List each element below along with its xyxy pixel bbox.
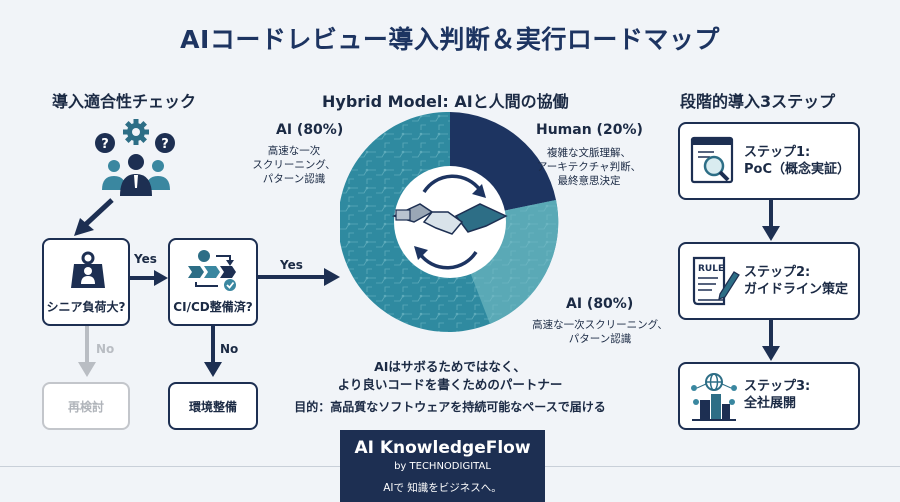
senior-load-check-box: シニア負荷大? [42, 238, 130, 326]
ai-top-desc: 高速な一次 スクリーニング、 パターン認識 [244, 144, 344, 186]
cicd-check-box: CI/CD整備済? [168, 238, 258, 326]
tagline-line1: AIはサボるためではなく、 [374, 359, 526, 374]
ai-top-title: AI (80%) [276, 122, 344, 138]
reconsider-label: 再検討 [67, 400, 104, 414]
arrow-down-2 [204, 326, 222, 377]
ai-top-desc-line2: スクリーニング、 [252, 159, 336, 171]
arrow-down-gray [78, 326, 96, 377]
ai-bottom-desc-line1: 高速な一次スクリーニング、 [532, 319, 668, 331]
step1-label-line1: ステップ1: [744, 145, 811, 160]
handshake-icon [391, 174, 508, 270]
search-document-icon [690, 136, 734, 184]
human-title: Human (20%) [536, 122, 643, 138]
hybrid-donut-chart [340, 112, 559, 332]
human-desc-line2: アーキテクチャ判断、 [536, 161, 642, 173]
brand-block: AI KnowledgeFlow by TECHNODIGITAL AIで 知識… [340, 430, 545, 502]
step3-box: ステップ3: 全社展開 [678, 362, 860, 430]
weight-person-icon [71, 251, 105, 288]
rule-book-icon: RULE [692, 256, 740, 306]
step2-label: ステップ2: ガイドライン策定 [744, 264, 848, 298]
step2-box: RULE ステップ2: ガイドライン策定 [678, 242, 860, 320]
pipeline-icon [188, 250, 236, 291]
human-desc: 複雑な文脈理解、 アーキテクチャ判断、 最終意思決定 [528, 146, 650, 188]
page-title: AIコードレビュー導入判断＆実行ロードマップ [180, 25, 720, 54]
step1-label-line2: PoC（概念実証） [744, 162, 850, 177]
step3-label-line2: 全社展開 [744, 396, 797, 411]
senior-load-label: シニア負荷大? [46, 300, 126, 314]
step1-label: ステップ1: PoC（概念実証） [744, 144, 850, 178]
ai-bottom-desc-line2: パターン認識 [568, 333, 632, 345]
company-network-icon [691, 373, 737, 421]
step-arrow-2 [762, 320, 780, 361]
cicd-label: CI/CD整備済? [173, 300, 253, 314]
step2-label-line2: ガイドライン策定 [744, 282, 849, 297]
no-label-1: No [96, 342, 115, 356]
brand-by: by TECHNODIGITAL [394, 461, 491, 472]
yes-label-2: Yes [280, 258, 303, 272]
arrow-right-2 [258, 268, 340, 286]
env-setup-box: 環境整備 [168, 382, 258, 430]
svg-text:?: ? [161, 137, 169, 152]
left-section-title: 導入適合性チェック [52, 92, 197, 111]
step3-label: ステップ3: 全社展開 [744, 378, 810, 412]
center-section-title: Hybrid Model: AIと人間の協働 [322, 92, 569, 111]
no-label-2: No [220, 342, 239, 356]
ai-top-desc-line1: 高速な一次 [267, 145, 321, 157]
brand-name: AI KnowledgeFlow [354, 438, 531, 458]
svg-text:?: ? [101, 137, 109, 152]
purpose-text: 目的：高品質なソフトウェアを持続可能なペースで届ける [294, 400, 606, 414]
tagline-line2: より良いコードを書くためのパートナー [337, 377, 563, 392]
human-desc-line3: 最終意思決定 [557, 175, 621, 187]
right-section-title: 段階的導入3ステップ [680, 92, 836, 111]
ai-bottom-title: AI (80%) [566, 296, 634, 312]
human-desc-line1: 複雑な文脈理解、 [547, 147, 631, 159]
step1-box: ステップ1: PoC（概念実証） [678, 122, 860, 200]
donut-segment-human [450, 112, 556, 212]
reconsider-box: 再検討 [42, 382, 130, 430]
step-arrow-1 [762, 200, 780, 241]
arrow-right-1 [130, 270, 168, 286]
arrow-down-left [74, 198, 114, 236]
env-setup-label: 環境整備 [188, 400, 237, 414]
ai-top-desc-line3: パターン認識 [262, 173, 326, 185]
ai-bottom-desc: 高速な一次スクリーニング、 パターン認識 [520, 318, 680, 346]
step3-label-line1: ステップ3: [744, 379, 811, 394]
brand-tagline: AIで 知識をビジネスへ。 [383, 482, 502, 494]
team-question-icon: ? ? [95, 119, 175, 196]
rule-text: RULE [698, 264, 724, 274]
yes-label-1: Yes [134, 252, 157, 266]
step2-label-line1: ステップ2: [744, 265, 811, 280]
